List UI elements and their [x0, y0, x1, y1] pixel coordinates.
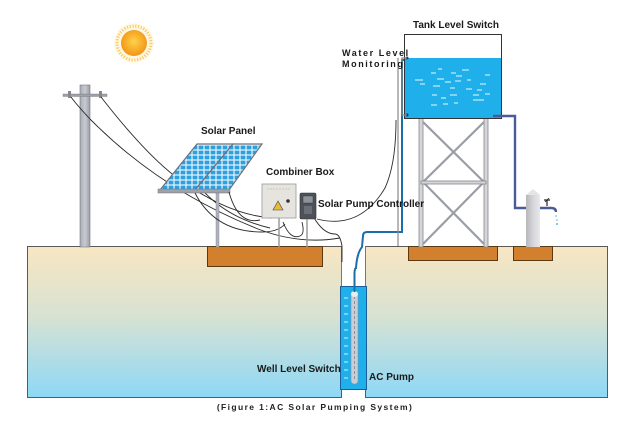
solar-panel-icon — [157, 143, 264, 194]
label-solar-pump-controller: Solar Pump Controller — [318, 199, 425, 210]
foundation-solar — [207, 246, 323, 267]
water-tank-icon — [404, 34, 502, 119]
label-ac-pump: AC Pump — [369, 372, 414, 383]
riser-pipe — [353, 59, 411, 292]
ground-left — [27, 246, 342, 398]
combiner-box-icon — [261, 183, 297, 247]
level-monitoring-wire — [397, 57, 407, 246]
controller-icon — [299, 192, 317, 247]
label-well-level-switch: Well Level Switch — [257, 364, 341, 375]
label-solar-panel: Solar Panel — [201, 126, 256, 137]
label-combiner-box: Combiner Box — [266, 167, 335, 178]
foundation-tap — [513, 246, 553, 261]
pump-icon — [350, 291, 359, 385]
tower-icon — [418, 117, 489, 248]
foundation-tank — [408, 246, 498, 261]
label-monitoring: Monitoring — [342, 59, 405, 69]
label-water-level: Water Level — [342, 48, 410, 58]
ground-right — [365, 246, 608, 398]
figure-caption: (Figure 1:AC Solar Pumping System) — [216, 402, 414, 412]
sun-icon — [114, 23, 154, 63]
faucet-icon — [526, 189, 558, 247]
utility-pole-icon — [62, 84, 108, 248]
solar-panel-post — [215, 184, 220, 248]
label-tank-level-switch: Tank Level Switch — [413, 20, 499, 31]
